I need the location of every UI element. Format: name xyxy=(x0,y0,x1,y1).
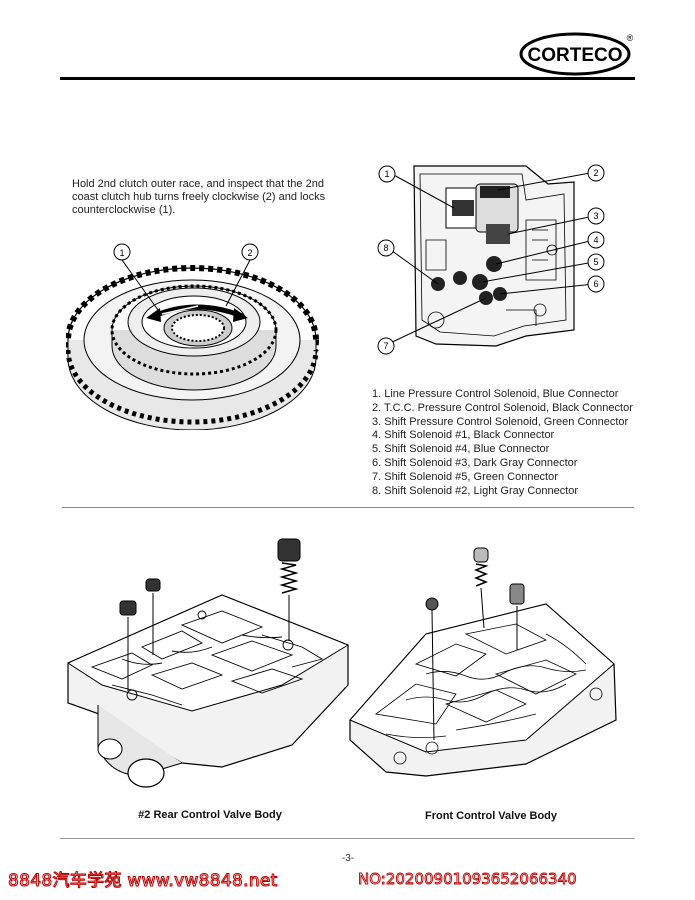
clutch-callout-1: 1 xyxy=(119,248,124,258)
registered-mark: ® xyxy=(627,33,634,43)
valve-callout-1: 1 xyxy=(384,169,389,179)
legend-item: 6. Shift Solenoid #3, Dark Gray Connecto… xyxy=(372,456,578,469)
valve-callout-3: 3 xyxy=(593,211,598,221)
solenoid-location-illustration: 1 2 3 4 5 6 7 8 xyxy=(377,164,605,355)
front-valve-body-illustration xyxy=(349,547,617,777)
watermark-serial: NO:20200901093652066340 xyxy=(358,870,578,889)
valve-callout-7: 7 xyxy=(383,341,388,351)
brand-name: CORTECO xyxy=(528,45,623,66)
caption-front-valve-body: Front Control Valve Body xyxy=(424,810,557,822)
solenoid-legend: 1. Line Pressure Control Solenoid, Blue … xyxy=(372,388,633,498)
instruction-text: Hold 2nd clutch outer race, and inspect … xyxy=(72,178,326,216)
header-rule xyxy=(60,77,635,80)
legend-item: 4. Shift Solenoid #1, Black Connector xyxy=(372,429,555,442)
corteco-logo: CORTECO ® xyxy=(519,32,634,76)
footer-rule xyxy=(60,838,635,839)
valve-callout-2: 2 xyxy=(593,168,598,178)
rear-valve-body-illustration xyxy=(66,538,350,788)
legend-item: 7. Shift Solenoid #5, Green Connector xyxy=(372,470,558,483)
caption-rear-valve-body: #2 Rear Control Valve Body xyxy=(138,809,282,821)
valve-callout-8: 8 xyxy=(383,243,388,253)
legend-item: 8. Shift Solenoid #2, Light Gray Connect… xyxy=(372,484,579,497)
legend-item: 2. T.C.C. Pressure Control Solenoid, Bla… xyxy=(372,401,633,414)
legend-item: 3. Shift Pressure Control Solenoid, Gree… xyxy=(372,415,629,428)
valve-callout-5: 5 xyxy=(593,257,598,267)
legend-item: 5. Shift Solenoid #4, Blue Connector xyxy=(372,443,550,456)
clutch-callout-2: 2 xyxy=(247,248,252,258)
legend-item: 1. Line Pressure Control Solenoid, Blue … xyxy=(372,388,619,400)
page-number: -3- xyxy=(341,853,355,864)
valve-callout-6: 6 xyxy=(593,279,598,289)
clutch-illustration: 1 2 xyxy=(66,243,319,430)
valve-callout-4: 4 xyxy=(593,235,598,245)
watermark-site: 8848汽车学苑 www.vw8848.net xyxy=(8,871,278,892)
section-divider xyxy=(62,507,634,508)
